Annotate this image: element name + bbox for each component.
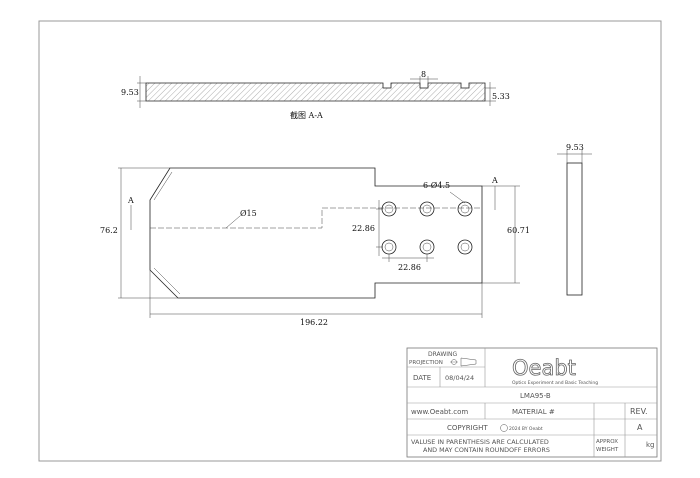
drawing-label: DRAWING (428, 351, 458, 358)
note-line-2: AND MAY CONTAIN ROUNDOFF ERRORS (423, 446, 550, 454)
step-depth-dim: 5.33 (492, 92, 510, 101)
section-marker-left: A (127, 196, 134, 205)
part-number: LMA95-B (520, 392, 551, 400)
hole-spacing-horizontal: 22.86 (398, 263, 421, 272)
weight-unit: kg (646, 441, 655, 449)
title-block: DRAWING PROJECTION DATE 08/04/24 Oeabt O… (406, 347, 658, 458)
hole-callout: 6-Ø4.5 (423, 181, 450, 190)
side-thickness-dim: 9.53 (566, 143, 584, 152)
overall-height-dim: 76.2 (100, 226, 118, 235)
plan-view: A A 6-Ø4.5 Ø15 22.86 22.86 6 (100, 167, 530, 327)
section-caption: 截图 A-A (290, 110, 323, 120)
side-profile (566, 162, 583, 296)
copyright-small: 2024 BY Oeabt (509, 426, 543, 432)
rev-label: REV. (630, 407, 648, 416)
slot-width-dim: 8 (421, 70, 426, 79)
section-view: 9.53 8 5.33 截图 A-A (121, 70, 510, 120)
overall-length-dim: 196.22 (300, 318, 328, 327)
plate-outline (149, 167, 483, 299)
logo-tagline: Optics Experiment and Basic Teaching (512, 380, 598, 386)
material-label: MATERIAL # (512, 408, 555, 416)
section-marker-right: A (491, 176, 498, 185)
approx-label: APPROX (596, 439, 618, 445)
date-label: DATE (413, 374, 431, 382)
diameter-note: Ø15 (240, 209, 257, 218)
rev-value: A (637, 423, 643, 432)
tab-height-dim: 60.71 (507, 226, 530, 235)
copyright-icon (500, 424, 508, 432)
date-value: 08/04/24 (445, 374, 474, 382)
copyright-label: COPYRIGHT (447, 424, 488, 432)
hole-spacing-vertical: 22.86 (352, 224, 375, 233)
section-thickness-dim: 9.53 (121, 88, 139, 97)
website: www.Oeabt.com (411, 408, 468, 416)
side-view: 9.53 (557, 143, 592, 296)
projection-symbol-icon (450, 357, 477, 367)
projection-label: PROJECTION (409, 360, 443, 366)
note-line-1: VALUSE IN PARENTHESIS ARE CALCULATED (411, 438, 549, 446)
section-profile (145, 82, 486, 102)
weight-label: WEIGHT (596, 447, 619, 453)
logo-text: Oeabt (512, 356, 576, 380)
